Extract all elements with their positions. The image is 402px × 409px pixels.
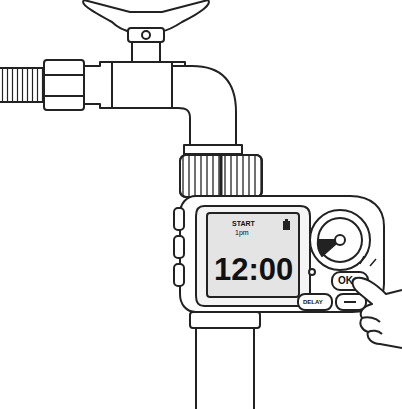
side-button [174, 236, 184, 258]
valve-stem [132, 40, 160, 62]
finger-line [368, 331, 382, 334]
button-label: DELAY [303, 299, 323, 305]
lcd-screen: START 1pm 12:00 [206, 212, 300, 298]
coupling-nut [180, 155, 262, 197]
lcd-bezel [196, 206, 310, 306]
clock-readout: 12:00 [214, 254, 293, 285]
outlet-ring [190, 312, 260, 328]
hex-nut [44, 60, 84, 110]
dial-hub [335, 235, 345, 245]
ok-button: OK [334, 274, 356, 288]
mode-label: START [232, 220, 255, 227]
side-button [174, 264, 184, 286]
program-dial [318, 218, 362, 262]
pointing-hand [353, 278, 402, 348]
battery-cap [285, 219, 288, 221]
inlet-thread-outline [0, 68, 44, 102]
spout-ring [184, 145, 242, 154]
hex-edge [44, 74, 84, 76]
elbow-spout [172, 66, 236, 152]
button-label: OK [338, 276, 353, 286]
finger-line [362, 317, 380, 322]
handle-screw [142, 31, 150, 39]
minus-sign [344, 301, 356, 303]
battery-body [283, 221, 290, 230]
coupling-split [220, 155, 223, 197]
handle-hub [128, 28, 164, 42]
delay-button-shape [298, 294, 332, 310]
press-mark [360, 256, 376, 266]
valve-ring [111, 62, 113, 108]
timer-housing [180, 196, 384, 312]
battery-icon [282, 219, 292, 231]
time-label: 1pm [235, 229, 249, 236]
coupling-nut-outline [180, 155, 262, 197]
inlet-thread [0, 68, 44, 102]
hex-edge [44, 95, 84, 97]
side-button [174, 208, 184, 230]
delay-button: DELAY [300, 296, 330, 308]
indicator-dot [309, 269, 315, 275]
valve-body [84, 62, 185, 108]
